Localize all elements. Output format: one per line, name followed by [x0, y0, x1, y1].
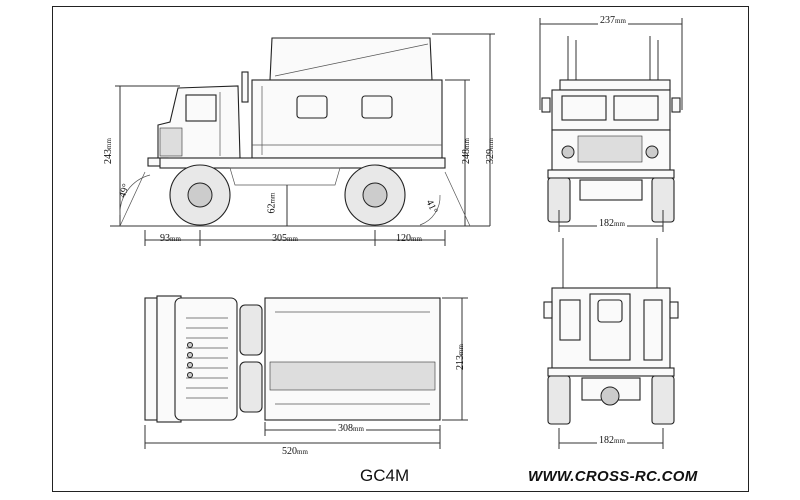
dim-box-length: 308mm	[336, 423, 366, 434]
dim-width-top: 237mm	[598, 15, 628, 26]
dim-height-box: 248mm	[460, 138, 472, 164]
dim-height-total: 329mm	[484, 138, 496, 164]
top-view-truck	[144, 295, 441, 423]
dim-length: 520mm	[282, 446, 308, 457]
model-title: GC4M	[360, 466, 410, 485]
drawing-border	[52, 6, 749, 492]
dim-height-cab: 243mm	[102, 138, 114, 164]
dim-front-track: 182mm	[597, 218, 627, 229]
dim-width: 213mm	[454, 344, 466, 370]
dim-rear-track: 182mm	[597, 435, 627, 446]
rear-view-truck	[543, 238, 679, 425]
front-view-truck	[541, 36, 681, 223]
dim-front-overhang: 93mm	[160, 233, 181, 244]
side-view-truck	[147, 37, 446, 226]
side-view-dimensions	[110, 33, 495, 246]
website-link[interactable]: WWW.CROSS-RC.COM	[528, 468, 698, 485]
dim-wheelbase: 305mm	[272, 233, 298, 244]
dim-ground-clearance: 62mm	[266, 192, 278, 214]
dim-rear-overhang: 120mm	[396, 233, 422, 244]
